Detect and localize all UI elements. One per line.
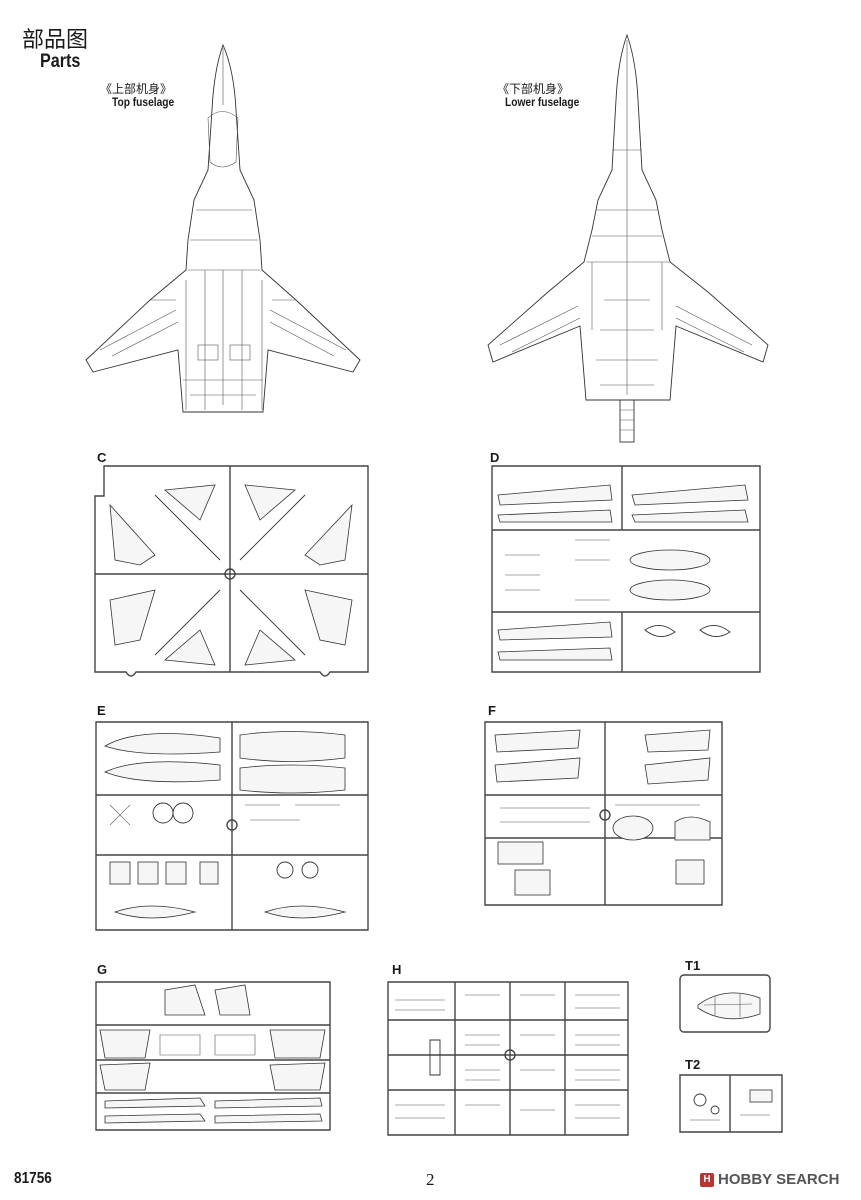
product-code: 81756: [14, 1170, 52, 1187]
top-fuselage-drawing: [85, 43, 361, 413]
watermark-text: HOBBY SEARCH: [718, 1171, 840, 1188]
watermark: H HOBBY SEARCH: [700, 1171, 839, 1188]
sprue-label-e: E: [97, 703, 106, 718]
watermark-logo-icon: H: [700, 1172, 714, 1187]
sprue-h-drawing: [387, 981, 629, 1136]
sprue-label-d: D: [490, 450, 500, 465]
lower-fuselage-label-en: Lower fuselage: [505, 95, 580, 109]
sprue-label-h: H: [392, 962, 402, 977]
lower-fuselage-drawing: [487, 33, 769, 443]
sprue-t1-drawing: [679, 974, 771, 1033]
lower-fuselage-label-cn: 《下部机身》: [497, 82, 570, 96]
sprue-g-drawing: [95, 981, 331, 1131]
page-title-en: Parts: [40, 51, 81, 72]
sprue-e-drawing: [95, 721, 369, 931]
sprue-label-f: F: [488, 703, 496, 718]
page-number: 2: [426, 1170, 435, 1189]
sprue-label-c: C: [97, 450, 107, 465]
top-fuselage-label-cn: 《上部机身》: [100, 82, 173, 96]
top-fuselage-label-en: Top fuselage: [112, 95, 175, 109]
page-title-cn: 部品图: [22, 28, 89, 53]
sprue-label-t2: T2: [685, 1057, 701, 1072]
sprue-d-drawing: [491, 465, 761, 673]
sprue-label-t1: T1: [685, 958, 701, 973]
sprue-c-drawing: [94, 465, 369, 677]
sprue-t2-drawing: [679, 1074, 783, 1133]
sprue-f-drawing: [484, 721, 723, 906]
sprue-label-g: G: [97, 962, 108, 977]
